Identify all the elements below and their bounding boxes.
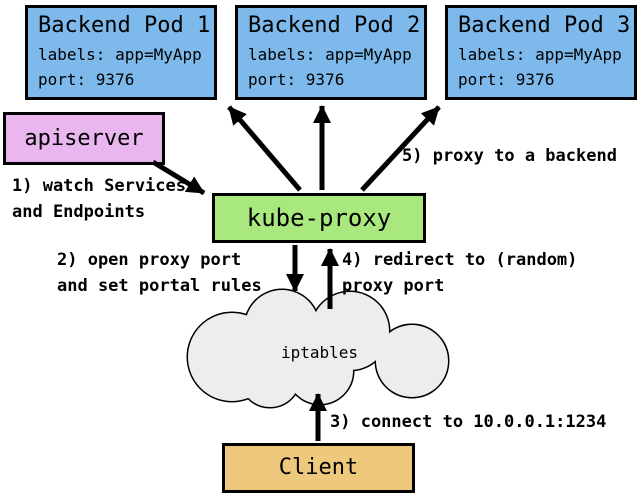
node-apiserver: apiserver: [3, 112, 165, 165]
annotation-step-3: 3) connect to 10.0.0.1:1234: [330, 412, 607, 432]
annotation-step-4: 4) redirect to (random) proxy port: [342, 250, 578, 296]
node-backend-pod-1: Backend Pod 1 labels: app=MyApp port: 93…: [25, 5, 217, 100]
node-client: Client: [222, 443, 415, 493]
arrow-kube-proxy-to-pod-1: [227, 105, 302, 192]
pod-title: Backend Pod 2: [248, 13, 421, 38]
pod-labels: labels: app=MyApp: [38, 45, 202, 64]
annotation-step-5: 5) proxy to a backend: [402, 146, 617, 166]
annotation-step-2: 2) open proxy port and set portal rules: [57, 250, 262, 296]
node-kube-proxy: kube-proxy: [212, 193, 426, 243]
pod-port: port: 9376: [458, 70, 555, 89]
pod-labels: labels: app=MyApp: [458, 45, 622, 64]
pod-title: Backend Pod 1: [38, 13, 211, 38]
node-backend-pod-3: Backend Pod 3 labels: app=MyApp port: 93…: [445, 5, 637, 100]
pod-port: port: 9376: [248, 70, 345, 89]
node-backend-pod-2: Backend Pod 2 labels: app=MyApp port: 93…: [235, 5, 427, 100]
pod-title: Backend Pod 3: [458, 13, 631, 38]
annotation-step-1: 1) watch Services and Endpoints: [12, 176, 186, 222]
pod-port: port: 9376: [38, 70, 135, 89]
node-iptables-label: iptables: [281, 343, 359, 362]
pod-labels: labels: app=MyApp: [248, 45, 412, 64]
